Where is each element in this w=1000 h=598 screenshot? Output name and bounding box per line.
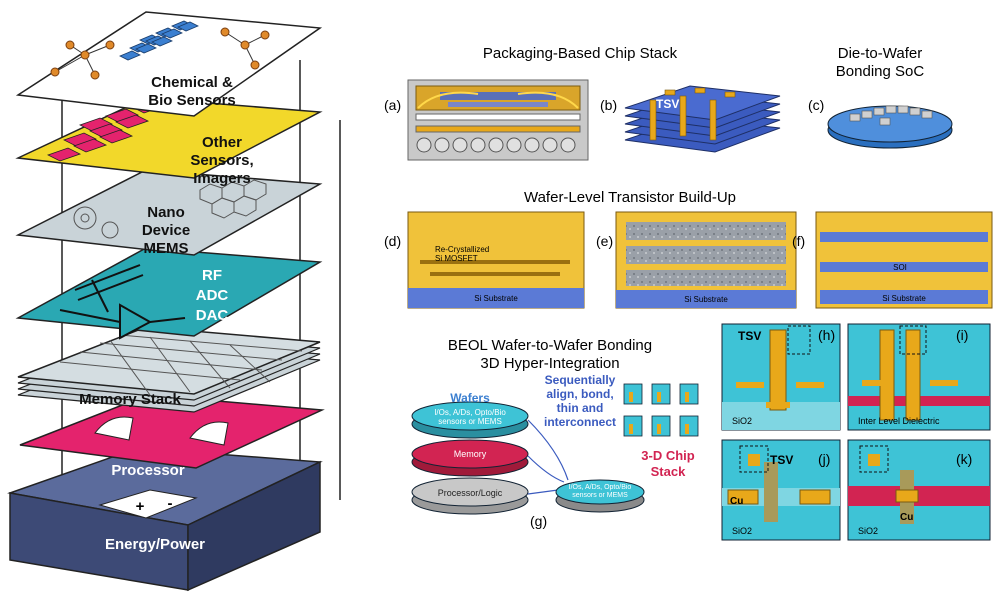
device-label: Device <box>142 222 190 239</box>
chip-stack-label-1: 3-D Chip <box>641 448 695 463</box>
panel-j-sio2: SiO2 <box>732 526 752 536</box>
rf-adc-dac-layer: RF ADC DAC <box>15 247 323 340</box>
seq-text-4: interconnect <box>544 415 616 429</box>
layer-stack: + - Energy/Power Processor <box>7 11 341 592</box>
panel-h-tsv: TSV <box>738 329 761 343</box>
beol-title-1: BEOL Wafer-to-Wafer Bonding <box>448 337 652 354</box>
energy-power-label: Energy/Power <box>105 536 205 553</box>
panel-g: (g) Wafers I/Os, A/Ds, Opto/Bio sensors … <box>411 373 699 529</box>
dac-label: DAC <box>196 307 229 324</box>
panel-c-label: (c) <box>808 97 824 113</box>
panel-h: TSV (h) SiO2 <box>721 323 841 431</box>
panel-d-recryst-2: Si MOSFET <box>435 254 478 263</box>
processor-wafer-label: Processor/Logic <box>438 488 503 498</box>
chip-stack-cubes <box>623 383 699 437</box>
panel-g-label: (g) <box>530 513 547 529</box>
nano-label: Nano <box>147 204 185 221</box>
panel-j: TSV (j) Cu SiO2 <box>721 439 841 541</box>
processor-label: Processor <box>111 462 185 479</box>
processor-layer: Processor <box>19 394 325 479</box>
other-label: Other <box>202 134 242 151</box>
die-to-wafer-title-2: Bonding SoC <box>836 63 925 80</box>
beol-title-2: 3D Hyper-Integration <box>480 355 619 372</box>
minus-sign: - <box>168 495 173 512</box>
panel-f-label: (f) <box>792 233 805 249</box>
bonded-wafer-text-1: I/Os, A/Ds, Opto/Bio <box>569 484 632 491</box>
panel-a: (a) <box>384 79 589 161</box>
wafers-label: Wafers <box>450 391 490 405</box>
memory-wafer-label: Memory <box>454 449 487 459</box>
memory-stack-label: Memory Stack <box>79 391 181 408</box>
panel-j-label: (j) <box>818 451 830 467</box>
chemical-bio-sensors-layer: Chemical & Bio Sensors <box>15 11 323 117</box>
seq-text-1: Sequentially <box>545 373 616 387</box>
bio-sensors-label: Bio Sensors <box>148 92 236 109</box>
panel-f-substrate: Si Substrate <box>882 294 926 303</box>
top-wafer-text-1: I/Os, A/Ds, Opto/Bio <box>434 408 506 417</box>
panel-d-recryst-1: Re-Crystallized <box>435 245 489 254</box>
panel-e-label: (e) <box>596 233 613 249</box>
mems-label: MEMS <box>144 240 189 257</box>
panel-j-cu: Cu <box>730 496 743 507</box>
panel-a-label: (a) <box>384 97 401 113</box>
adc-label: ADC <box>196 287 229 304</box>
chip-stack-label-2: Stack <box>651 464 686 479</box>
panel-c: (c) <box>808 97 953 149</box>
panel-f-soi: SOI <box>893 263 907 272</box>
panel-f: (f) SOI Si Substrate <box>792 211 993 309</box>
panel-b-tsv-label: TSV <box>656 97 679 111</box>
chemical-label: Chemical & <box>151 74 233 91</box>
panel-i: (i) Inter Level Dielectric <box>847 323 991 431</box>
rf-label: RF <box>202 267 222 284</box>
panel-h-sio2: SiO2 <box>732 416 752 426</box>
panel-k-label: (k) <box>956 451 972 467</box>
energy-power-base: + - Energy/Power <box>7 447 323 592</box>
panel-h-label: (h) <box>818 327 835 343</box>
panel-k: (k) Cu SiO2 <box>847 439 991 541</box>
memory-stack-layer: Memory Stack <box>17 326 321 413</box>
panel-b-label: (b) <box>600 97 617 113</box>
panel-i-ild: Inter Level Dielectric <box>858 416 940 426</box>
wafer-level-title: Wafer-Level Transistor Build-Up <box>524 189 736 206</box>
panel-k-sio2: SiO2 <box>858 526 878 536</box>
panel-e-substrate: Si Substrate <box>684 295 728 304</box>
seq-text-3: thin and <box>557 401 604 415</box>
panel-d: (d) Re-Crystallized Si MOSFET Si Substra… <box>384 211 585 309</box>
panel-e: (e) Si Substrate <box>596 211 797 309</box>
bonded-wafer-text-2: sensors or MEMS <box>572 492 628 499</box>
packaging-title: Packaging-Based Chip Stack <box>483 45 678 62</box>
top-wafer-text-2: sensors or MEMS <box>438 417 502 426</box>
panel-d-substrate: Si Substrate <box>474 294 518 303</box>
die-to-wafer-title-1: Die-to-Wafer <box>838 45 922 62</box>
other-sensors-imagers-layer: Other Sensors, Imagers <box>15 97 323 187</box>
plus-sign: + <box>136 498 145 515</box>
nano-device-mems-layer: Nano Device MEMS <box>15 169 323 257</box>
panel-k-cu: Cu <box>900 512 913 523</box>
panel-i-label: (i) <box>956 327 968 343</box>
panel-j-tsv: TSV <box>770 453 793 467</box>
panel-b: (b) TSV <box>600 85 781 153</box>
sensors-label: Sensors, <box>190 152 253 169</box>
seq-text-2: align, bond, <box>546 387 613 401</box>
panel-d-label: (d) <box>384 233 401 249</box>
imagers-label: Imagers <box>193 170 251 187</box>
